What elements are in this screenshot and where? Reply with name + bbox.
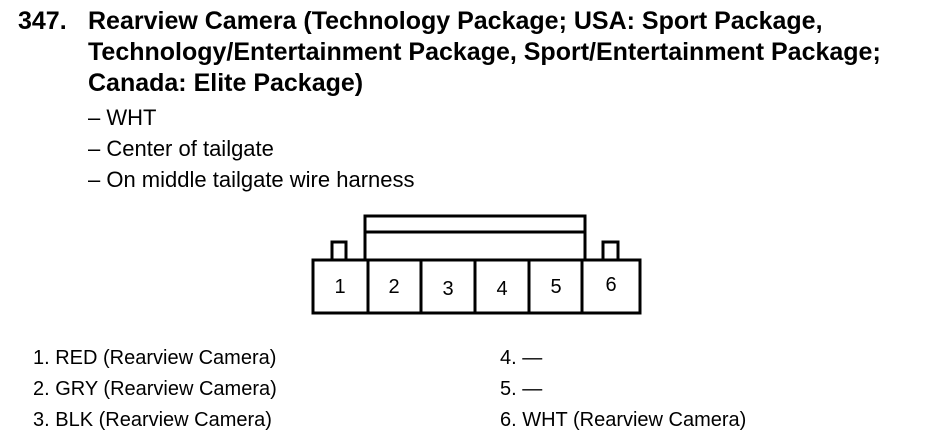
pin-list-right: 4. — 5. — 6. WHT (Rearview Camera) xyxy=(500,343,746,436)
pin-label-5: 5 xyxy=(550,276,562,298)
pin-list-left: 1. RED (Rearview Camera) 2. GRY (Rearvie… xyxy=(33,343,277,436)
pin-entry-1: 1. RED (Rearview Camera) xyxy=(33,347,277,369)
connector-number: 347. xyxy=(18,7,67,35)
detail-harness: – On middle tailgate wire harness xyxy=(88,167,415,192)
connector-details: – WHT – Center of tailgate – On middle t… xyxy=(88,102,415,195)
pin-label-3: 3 xyxy=(442,278,454,300)
pin-entry-4: 4. — xyxy=(500,347,543,369)
pin-entry-3: 3. BLK (Rearview Camera) xyxy=(33,409,272,431)
pin-label-4: 4 xyxy=(496,278,508,300)
connector-diagram: 1 2 3 4 5 6 xyxy=(305,210,650,320)
detail-color: – WHT xyxy=(88,105,157,130)
connector-title: Rearview Camera (Technology Package; USA… xyxy=(88,7,881,97)
pin-label-2: 2 xyxy=(388,276,400,298)
pin-label-6: 6 xyxy=(605,274,617,296)
pin-label-1: 1 xyxy=(334,276,346,298)
pin-entry-5: 5. — xyxy=(500,378,543,400)
detail-location: – Center of tailgate xyxy=(88,136,274,161)
connector-outline xyxy=(311,214,642,315)
pin-entry-2: 2. GRY (Rearview Camera) xyxy=(33,378,277,400)
pin-entry-6: 6. WHT (Rearview Camera) xyxy=(500,409,747,431)
